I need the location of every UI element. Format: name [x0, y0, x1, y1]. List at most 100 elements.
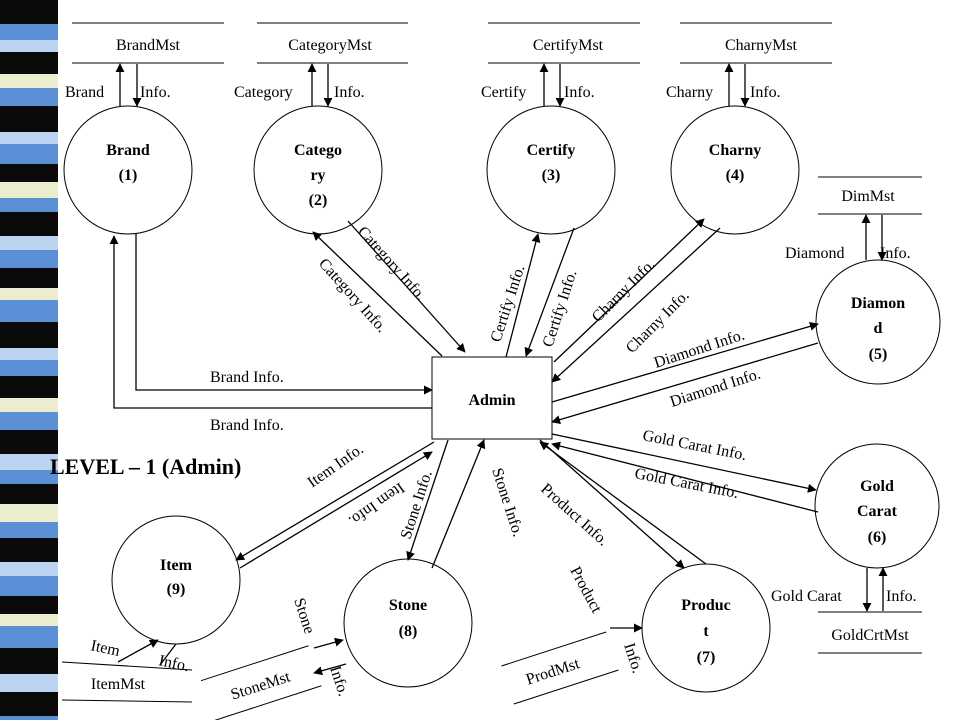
- decorative-stripe: [0, 322, 58, 348]
- flow-admin-to-goldcarat: [551, 433, 817, 493]
- process-item-name: Item: [160, 557, 193, 574]
- label-goldcarat-store-flow-2: Info.: [886, 588, 917, 605]
- decorative-stripe: [0, 212, 58, 236]
- process-diamond-name-2: d: [874, 320, 883, 337]
- datastore-charny-label: CharnyMst: [725, 37, 798, 54]
- datastore-certify: CertifyMst: [488, 22, 640, 64]
- label-product-store-flow-1: Product: [566, 564, 605, 616]
- decorative-stripe: [0, 614, 58, 626]
- decorative-stripe: [0, 106, 58, 132]
- label-stone-store-flow-1: Stone: [290, 596, 317, 636]
- flow-admin-to-stone: [406, 439, 449, 561]
- label-diamond-store-flow-1: Diamond: [785, 245, 845, 262]
- decorative-stripe: [0, 360, 58, 376]
- flow-admin-to-product: [539, 439, 685, 569]
- flow-stone-from-store: [313, 637, 344, 649]
- decorative-stripe: [0, 412, 58, 430]
- decorative-stripe: [0, 236, 58, 250]
- label-certify-info-out: Certify Info.: [540, 268, 581, 349]
- process-certify-number: (3): [542, 167, 561, 184]
- datastore-category: CategoryMst: [257, 22, 408, 64]
- process-diamond-number: (5): [869, 346, 888, 363]
- datastore-dim: DimMst: [818, 176, 922, 215]
- label-brand-info-in: Brand Info.: [210, 369, 284, 386]
- decorative-stripe: [0, 268, 58, 288]
- decorative-stripe: [0, 288, 58, 300]
- decorative-stripe: [0, 164, 58, 182]
- decorative-stripe: [0, 504, 58, 522]
- flow-category-to-admin: [347, 220, 466, 353]
- decorative-stripe: [0, 74, 58, 88]
- process-diamond: Diamon d (5): [815, 259, 941, 385]
- label-item-store-flow-1: Item: [89, 637, 122, 660]
- process-goldcarat-name-1: Gold: [860, 478, 894, 495]
- process-certify-name: Certify: [527, 142, 576, 159]
- decorative-stripe: [0, 52, 58, 74]
- label-diamond-info-out: Diamond Info.: [668, 366, 763, 411]
- process-goldcarat-name-2: Carat: [857, 503, 898, 520]
- process-stone-name: Stone: [389, 597, 427, 614]
- label-gold-info-in: Gold Carat Info.: [641, 427, 748, 464]
- process-category-name-2: ry: [310, 167, 325, 184]
- label-certify-store-flow-1: Certify: [481, 84, 526, 101]
- label-item-info-in: Item Info.: [305, 441, 367, 492]
- flow-admin-to-charny: [553, 218, 705, 363]
- decorative-stripe: [0, 88, 58, 106]
- datastore-stone: StoneMst: [200, 645, 322, 720]
- label-certify-info-in: Certify Info.: [488, 263, 529, 344]
- process-category-number: (2): [309, 192, 328, 209]
- decorative-stripe: [0, 182, 58, 198]
- datastore-brand-label: BrandMst: [116, 37, 181, 54]
- label-product-info: Product Info.: [537, 480, 611, 549]
- process-stone-number: (8): [399, 623, 418, 640]
- label-item-store-flow-2: Info.: [157, 652, 191, 675]
- decorative-stripe: [0, 674, 58, 692]
- decorative-stripe: [0, 198, 58, 212]
- flow-certify-to-admin: [524, 227, 575, 357]
- flow-item-from-store: [117, 639, 159, 663]
- flow-stone-to-admin: [431, 439, 486, 569]
- decorative-stripe: [0, 430, 58, 454]
- datastore-prod: ProdMst: [501, 631, 619, 705]
- label-product-store-flow-2: Info.: [620, 641, 646, 675]
- label-goldcarat-store-flow-1: Gold Carat: [771, 588, 842, 605]
- decorative-stripe: [0, 562, 58, 576]
- process-charny-name: Charny: [709, 142, 761, 159]
- decorative-stripe-bar: [0, 0, 58, 720]
- label-charny-store-flow-1: Charny: [666, 84, 713, 101]
- datastore-item: ItemMst: [61, 661, 193, 703]
- flow-product-to-admin: [539, 441, 707, 565]
- flow-admin-to-diamond: [551, 321, 819, 403]
- process-stone: Stone (8): [343, 558, 473, 688]
- flow-stone-to-store: [313, 663, 347, 676]
- decorative-stripe: [0, 348, 58, 360]
- flow-item-to-store: [159, 643, 177, 666]
- decorative-stripe: [0, 470, 58, 484]
- label-charny-info-in: Charny Info.: [589, 256, 659, 326]
- admin-label: Admin: [468, 392, 515, 409]
- label-category-store-flow-2: Info.: [334, 84, 365, 101]
- label-stone-info-out: Stone Info.: [488, 466, 526, 539]
- decorative-stripe: [0, 626, 58, 648]
- decorative-stripe: [0, 250, 58, 268]
- flow-diamond-to-admin: [551, 342, 819, 425]
- process-product-name-1: Produc: [681, 597, 730, 614]
- label-stone-info-in: Stone Info.: [398, 468, 436, 541]
- flow-goldcarat-to-admin: [551, 441, 819, 513]
- decorative-stripe: [0, 398, 58, 412]
- process-product-number: (7): [697, 649, 716, 666]
- label-brand-store-flow-1: Brand: [65, 84, 104, 101]
- label-stone-store-flow-2: Info.: [326, 664, 352, 698]
- decorative-stripe: [0, 0, 58, 24]
- flow-brand-to-admin: [135, 234, 433, 395]
- label-diamond-store-flow-2: Info.: [880, 245, 911, 262]
- flow-admin-to-certify: [505, 233, 541, 358]
- process-product: Produc t (7): [641, 563, 771, 693]
- process-diamond-name-1: Diamon: [851, 295, 905, 312]
- datastore-prod-label: ProdMst: [524, 655, 582, 688]
- flow-admin-to-brand: [109, 235, 432, 409]
- process-item-number: (9): [167, 581, 186, 598]
- label-category-store-flow-1: Category: [234, 84, 293, 101]
